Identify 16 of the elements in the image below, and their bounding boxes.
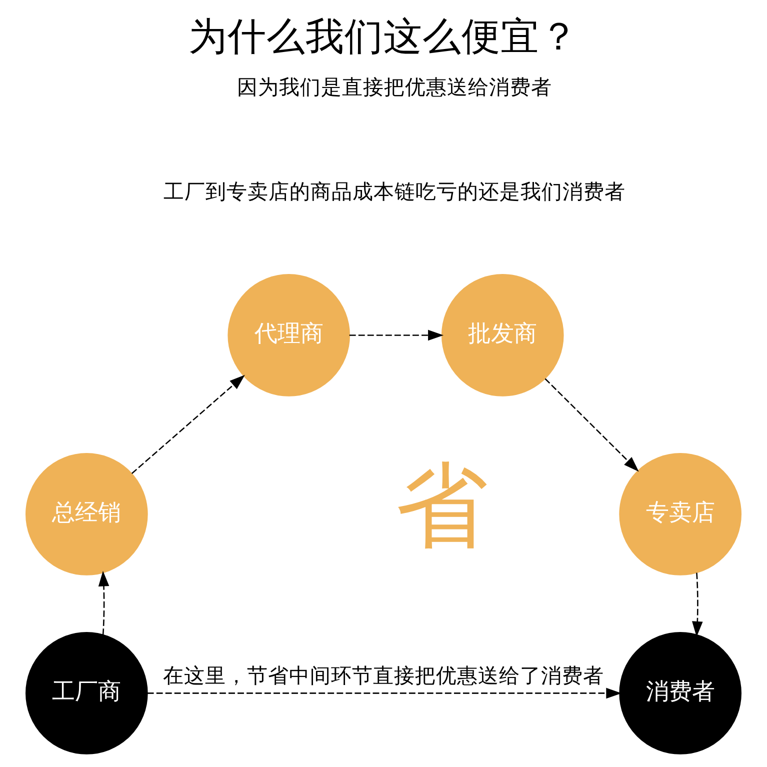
arrow	[349, 330, 444, 341]
node-circle: 消费者	[619, 632, 742, 754]
label: 因为我们是直接把优惠送给消费者	[236, 75, 552, 100]
arrow	[98, 570, 110, 635]
node-circle: 批发商	[441, 274, 564, 396]
arrow	[544, 378, 639, 472]
arrow	[147, 688, 622, 699]
label: 省	[396, 452, 489, 560]
arrow	[692, 572, 703, 637]
node-circle: 工厂商	[26, 632, 148, 754]
node-circle: 专卖店	[619, 453, 742, 576]
node-circle: 总经销	[26, 453, 148, 576]
diagram-title: 为什么我们这么便宜？	[188, 14, 578, 60]
edge-label: 在这里，节省中间环节直接把优惠送给了消费者	[163, 664, 604, 688]
label: 工厂到专卖店的商品成本链吃亏的还是我们消费者	[163, 179, 626, 204]
arrow	[131, 374, 245, 474]
